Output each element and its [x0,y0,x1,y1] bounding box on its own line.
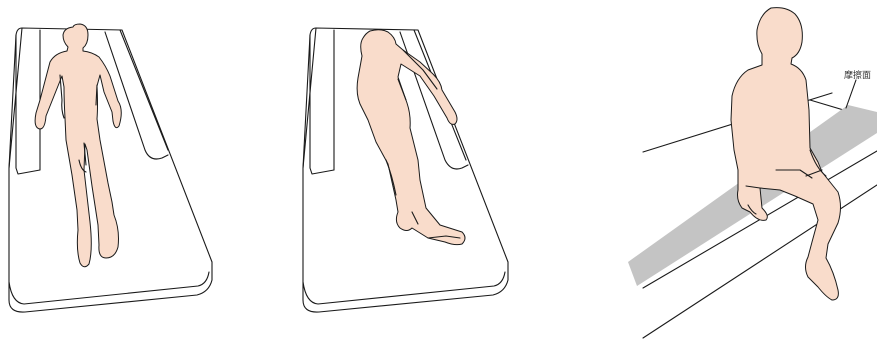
panel-sitting [628,8,877,338]
panel-side-lying [303,28,508,312]
friction-surface-label: 摩擦面 [844,68,871,81]
mattress-1 [9,28,212,312]
friction-label-leader [846,80,856,108]
panel-supine [9,24,212,312]
